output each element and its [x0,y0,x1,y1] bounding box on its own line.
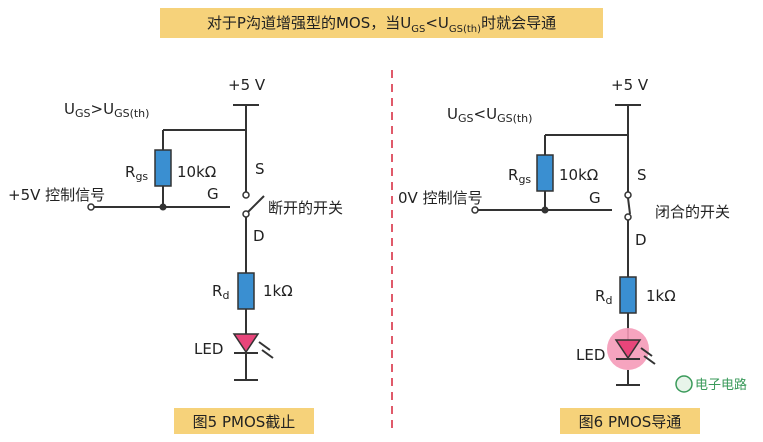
title-text-a: 对于P沟道增强型的MOS，当U [206,14,412,32]
left-rgs-label: Rgs [125,163,148,183]
watermark-icon [675,375,693,393]
left-source-label: S [255,160,265,178]
right-vcc-label: +5 V [611,76,649,94]
left-led-label: LED [194,340,223,358]
right-drain-label: D [635,231,647,249]
right-rd-resistor [619,276,637,314]
right-switch-label: 闭合的开关 [655,203,730,221]
right-input-terminal [471,206,479,214]
left-rd-label: Rd [212,282,229,302]
left-rgs-value: 10kΩ [177,163,216,181]
right-led-ray-1 [640,347,653,357]
right-led-label: LED [576,346,605,364]
left-rd-value: 1kΩ [263,282,293,300]
left-led [232,333,260,354]
title-text-c: 时就会导通 [481,14,557,32]
left-led-ray-2 [261,349,274,359]
right-junction-dot [541,206,549,214]
left-open-switch [245,195,265,215]
title-sub-gs: GS [411,24,426,35]
left-rd-resistor [237,272,255,310]
right-gate-label: G [589,189,601,207]
right-closed-switch [627,197,631,215]
title-sub-gs-th: GS(th) [448,24,482,35]
left-switch-label: 断开的开关 [268,199,343,217]
watermark-text: 电子电路 [695,377,747,393]
right-circuit: +5 V UGS<UGS(th) Rgs 10kΩ S G D 0V 控制信号 … [398,76,730,386]
left-gate-label: G [207,185,219,203]
title-banner: 对于P沟道增强型的MOS，当UGS<UGS(th)时就会导通 [160,8,603,38]
left-rgs-resistor [154,149,172,187]
left-led-ray-1 [258,341,271,351]
left-condition-label: UGS>UGS(th) [64,100,149,120]
right-condition-label: UGS<UGS(th) [447,105,532,125]
right-rd-label: Rd [595,287,612,307]
left-vcc-label: +5 V [228,76,266,94]
left-junction-dot [159,203,167,211]
right-rd-value: 1kΩ [646,287,676,305]
left-caption: 图5 PMOS截止 [174,408,314,434]
right-led-ray-2 [643,355,656,365]
right-signal-label: 0V 控制信号 [398,189,483,207]
left-drain-label: D [253,227,265,245]
right-caption: 图6 PMOS导通 [560,408,700,434]
left-signal-label: +5V 控制信号 [8,186,105,204]
watermark-logo: 电子电路 [675,375,747,393]
title-text-b: <U [425,14,449,32]
right-rgs-resistor [536,154,554,192]
right-rgs-value: 10kΩ [559,166,598,184]
right-source-label: S [637,166,647,184]
left-circuit: +5 V UGS>UGS(th) Rgs 10kΩ S G D +5V 控制信号… [8,76,343,381]
right-rgs-label: Rgs [508,166,531,186]
right-led [614,339,642,360]
left-input-terminal [87,203,95,211]
